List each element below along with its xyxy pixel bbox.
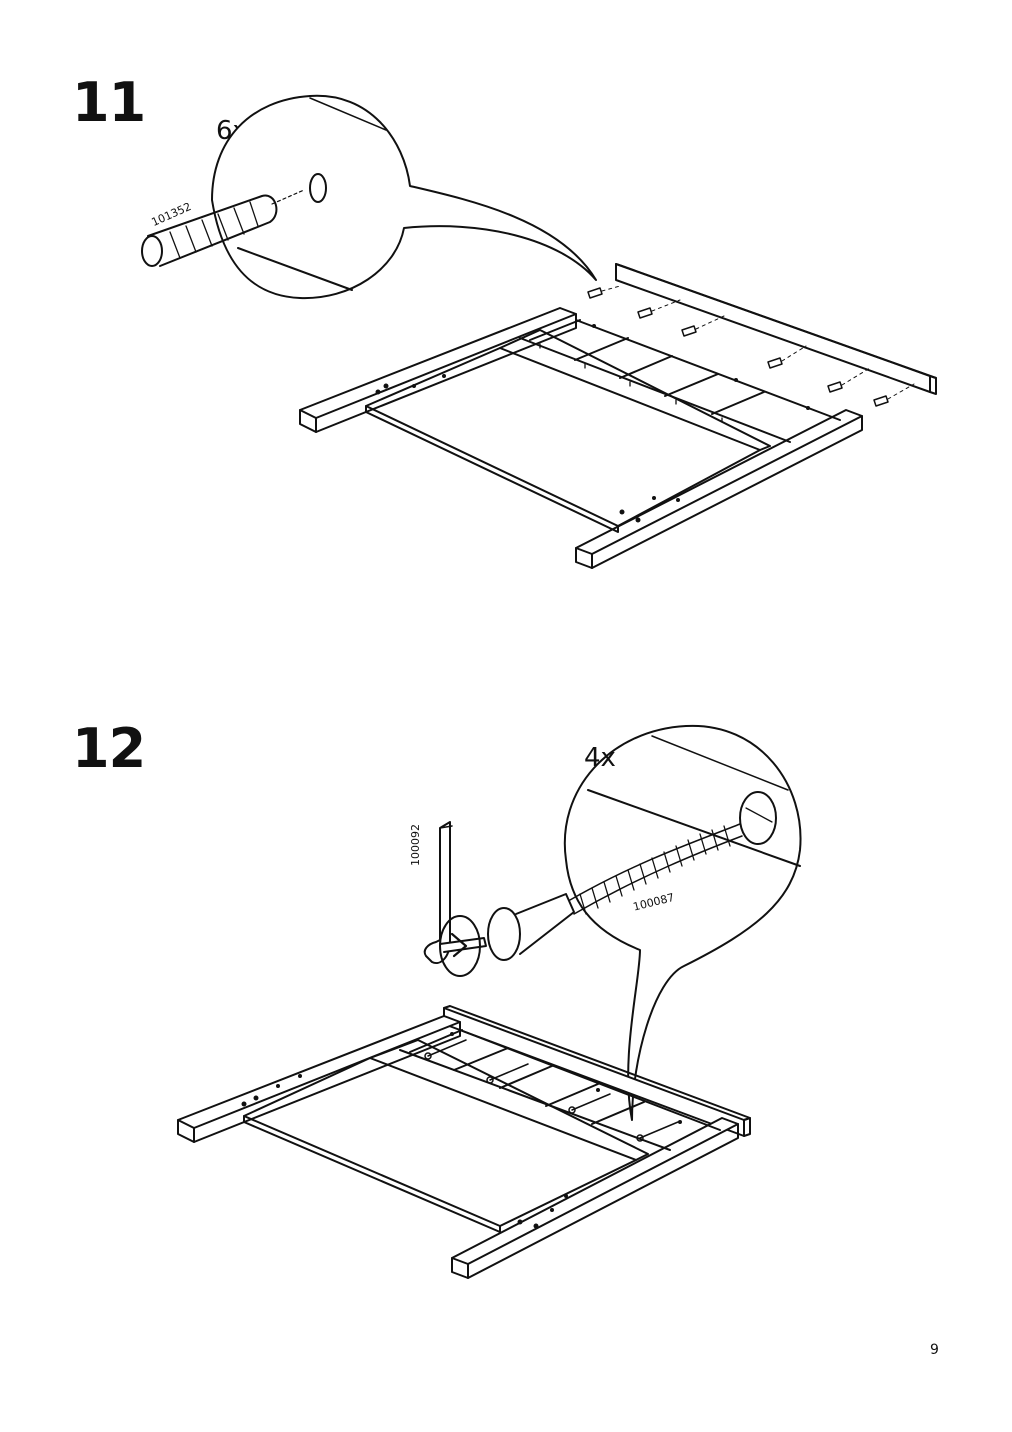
step-11-number: 11 (72, 71, 146, 134)
page-number: 9 (930, 1342, 939, 1358)
step-12-number: 12 (72, 717, 146, 780)
step-12-quantity: 4x (584, 743, 616, 773)
hex-key-part-number: 100092 (409, 824, 422, 866)
step-12-frame (177, 1005, 751, 1279)
step-11-frame (299, 263, 937, 569)
step-11-detail-callout (141, 94, 597, 300)
step-12-detail-callout (423, 724, 802, 1121)
dowel-icon (141, 189, 305, 267)
connector-bolt-icon (487, 823, 743, 961)
hex-key-icon (423, 821, 487, 977)
